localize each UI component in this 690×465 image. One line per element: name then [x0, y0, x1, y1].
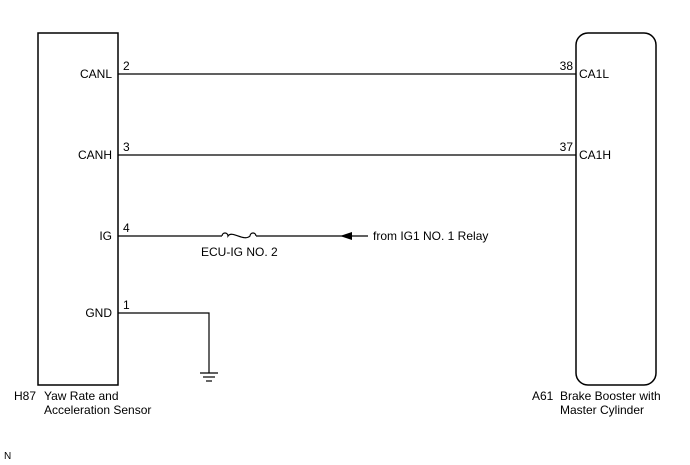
fuse-symbol [221, 232, 257, 239]
pin-number-4: 4 [123, 221, 130, 235]
terminal-name-ig: IG [99, 229, 112, 243]
pin-number-3: 3 [123, 140, 130, 154]
right-component-name-line1: Brake Booster with [560, 389, 661, 403]
right-component-code: A61 [532, 389, 554, 403]
right-component-box [575, 32, 657, 386]
left-component-code: H87 [14, 389, 37, 403]
terminal-name-gnd: GND [85, 306, 112, 320]
terminal-name-ca1h: CA1H [579, 148, 612, 162]
ground-icon [200, 372, 218, 382]
pin-number-37: 37 [559, 140, 573, 154]
left-component-name-line1: Yaw Rate and [44, 389, 119, 403]
pin-number-38: 38 [559, 59, 573, 73]
pin-number-1: 1 [123, 298, 130, 312]
left-component-box [37, 32, 119, 386]
gnd-wire [118, 312, 210, 373]
source-label: from IG1 NO. 1 Relay [373, 229, 489, 243]
terminal-name-canh: CANH [77, 148, 112, 162]
pin-number-2: 2 [123, 59, 130, 73]
fuse-label: ECU-IG NO. 2 [201, 245, 278, 259]
left-component-name-line2: Acceleration Sensor [44, 403, 152, 417]
terminal-name-ca1l: CA1L [579, 67, 610, 81]
terminal-name-canl: CANL [79, 67, 112, 81]
corner-mark: N [4, 451, 12, 462]
right-component-name-line2: Master Cylinder [560, 403, 645, 417]
source-arrow-icon [340, 232, 352, 240]
